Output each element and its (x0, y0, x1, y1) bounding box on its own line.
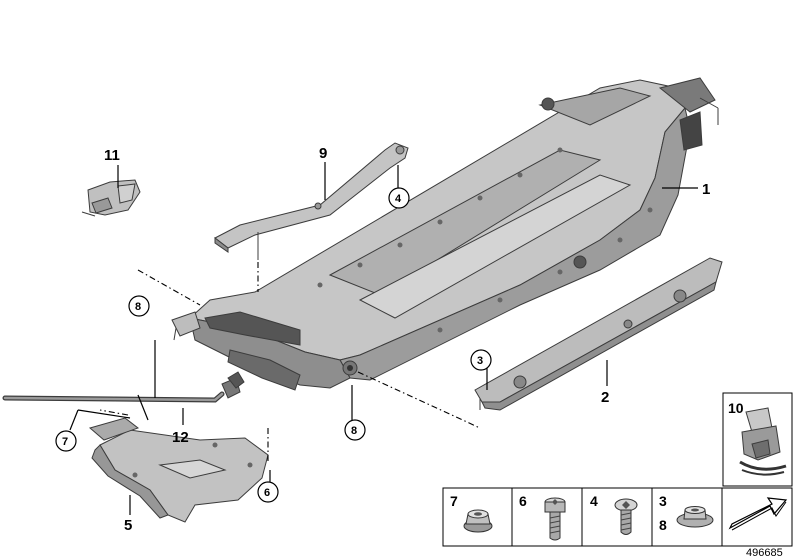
svg-text:7: 7 (62, 436, 68, 448)
kit-item-4[interactable]: 4 (590, 493, 638, 535)
circled-callout-4: 4 (388, 187, 410, 209)
clip-part[interactable] (81, 179, 141, 217)
shield-plate-part[interactable] (88, 417, 269, 523)
torx-bolt-icon (544, 497, 566, 541)
callout-2: 2 (601, 389, 609, 406)
svg-text:7: 7 (450, 493, 458, 509)
inset-label: 10 (728, 400, 744, 416)
circled-callout-8-left: 8 (128, 295, 150, 317)
circled-callout-3: 3 (470, 349, 492, 371)
fastener-kit: 7 6 4 (442, 487, 793, 547)
kit-item-7[interactable]: 7 (450, 493, 493, 533)
callout-11: 11 (104, 147, 120, 164)
callout-12: 12 (172, 429, 189, 446)
kit-item-3-8[interactable]: 3 8 (659, 493, 714, 533)
rod-part[interactable] (2, 371, 245, 403)
leader-lines (69, 162, 698, 515)
side-rail-part[interactable] (474, 257, 723, 411)
connector-icon (739, 407, 787, 476)
inset-part-10[interactable]: 10 (722, 392, 793, 487)
circled-callout-7: 7 (55, 430, 77, 452)
circled-callout-6: 6 (257, 481, 279, 503)
svg-text:4: 4 (590, 493, 598, 509)
svg-text:4: 4 (395, 193, 402, 205)
svg-text:8: 8 (135, 301, 141, 313)
svg-text:6: 6 (519, 493, 527, 509)
bracket-part[interactable] (214, 142, 409, 260)
housing-part[interactable] (171, 77, 719, 391)
callout-5: 5 (124, 517, 132, 534)
washer-nut-icon (676, 506, 714, 528)
flange-nut-icon (463, 509, 493, 533)
torx-screw-icon (614, 498, 638, 535)
svg-text:3: 3 (477, 355, 483, 367)
direction-arrow-icon (728, 497, 788, 531)
callout-1: 1 (702, 181, 710, 198)
svg-text:8: 8 (351, 425, 357, 437)
svg-text:3: 3 (659, 493, 667, 509)
reference-number: 496685 (746, 547, 783, 559)
assembly-lines (99, 262, 481, 462)
callout-9: 9 (319, 145, 327, 162)
svg-text:8: 8 (659, 517, 667, 533)
circled-callout-8-bottom: 8 (344, 419, 366, 441)
kit-item-6[interactable]: 6 (519, 493, 566, 541)
svg-text:6: 6 (264, 487, 270, 499)
